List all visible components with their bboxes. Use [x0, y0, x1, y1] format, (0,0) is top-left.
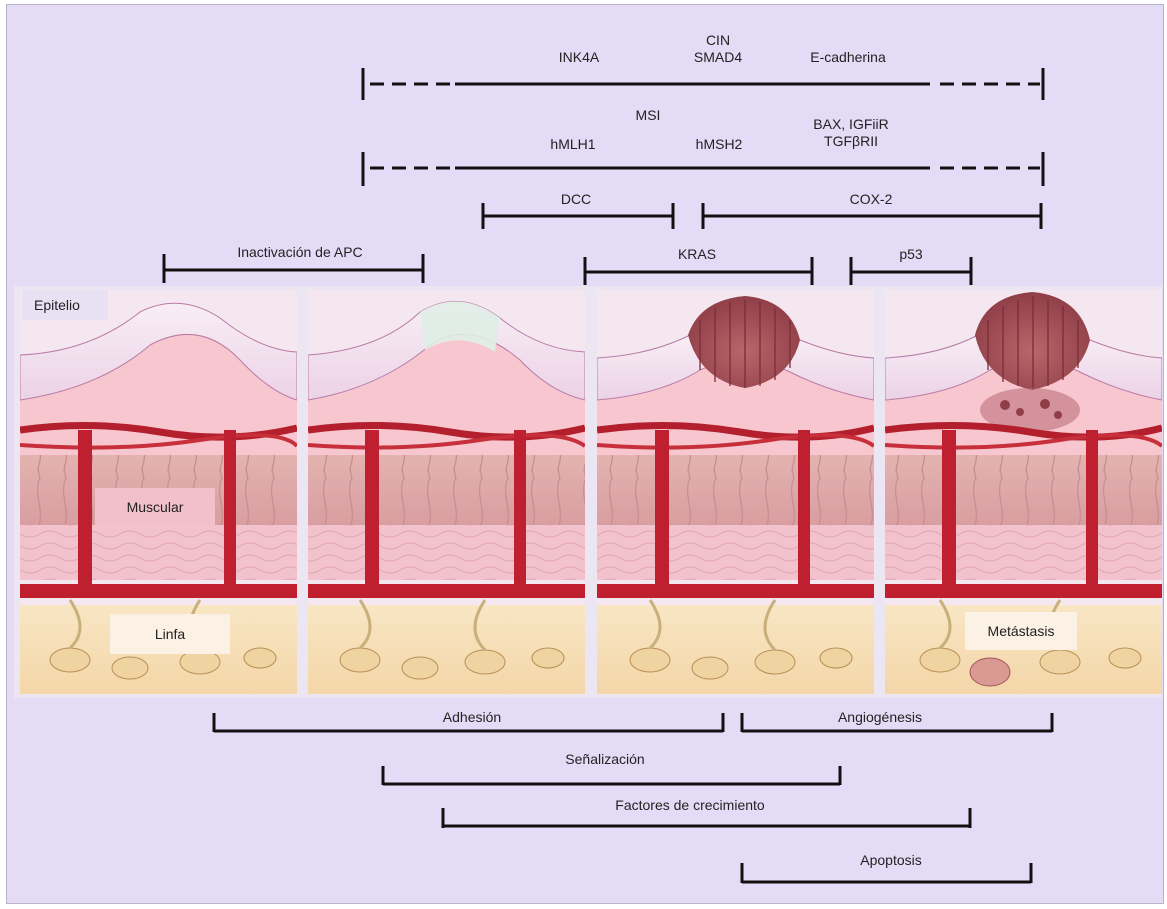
label-msi: MSI: [636, 107, 661, 123]
metastasis-text: Metástasis: [988, 623, 1055, 639]
label-hmsh2: hMSH2: [696, 136, 743, 152]
annotation-metastasis: Metástasis: [965, 612, 1077, 650]
annotation-linfa: Linfa: [110, 614, 230, 654]
gene-bracket-msi: [363, 152, 1043, 186]
epitelio-text: Epitelio: [34, 297, 80, 313]
label-hmlh1: hMLH1: [550, 136, 595, 152]
label-e-cadherina: E-cadherina: [810, 49, 886, 65]
annotation-muscular: Muscular: [95, 488, 215, 526]
muscular-text: Muscular: [127, 499, 184, 515]
linfa-text: Linfa: [155, 626, 185, 642]
label-adhesion: Adhesión: [443, 709, 501, 725]
gene-bracket-cin: [363, 68, 1043, 100]
label-angiogenesis: Angiogénesis: [838, 709, 922, 725]
tissue-panel-3: [597, 290, 874, 694]
annotation-epitelio: Epitelio: [22, 290, 108, 320]
label-kras: KRAS: [678, 246, 716, 262]
process-bracket-senalizacion: [383, 766, 840, 785]
label-bax-igfiir: BAX, IGFiiR: [813, 116, 888, 132]
label-ink4a: INK4A: [559, 49, 600, 65]
label-smad4: SMAD4: [694, 49, 742, 65]
label-cox2: COX-2: [850, 191, 893, 207]
tissue-panel-2: [308, 290, 585, 694]
label-apc: Inactivación de APC: [237, 244, 362, 260]
label-apoptosis: Apoptosis: [860, 852, 921, 868]
label-cin: CIN: [706, 32, 730, 48]
label-dcc: DCC: [561, 191, 591, 207]
label-senalizacion: Señalización: [565, 751, 644, 767]
label-tgfbrii: TGFβRII: [824, 133, 878, 149]
label-factores-crecimiento: Factores de crecimiento: [615, 797, 765, 813]
label-p53: p53: [899, 246, 923, 262]
